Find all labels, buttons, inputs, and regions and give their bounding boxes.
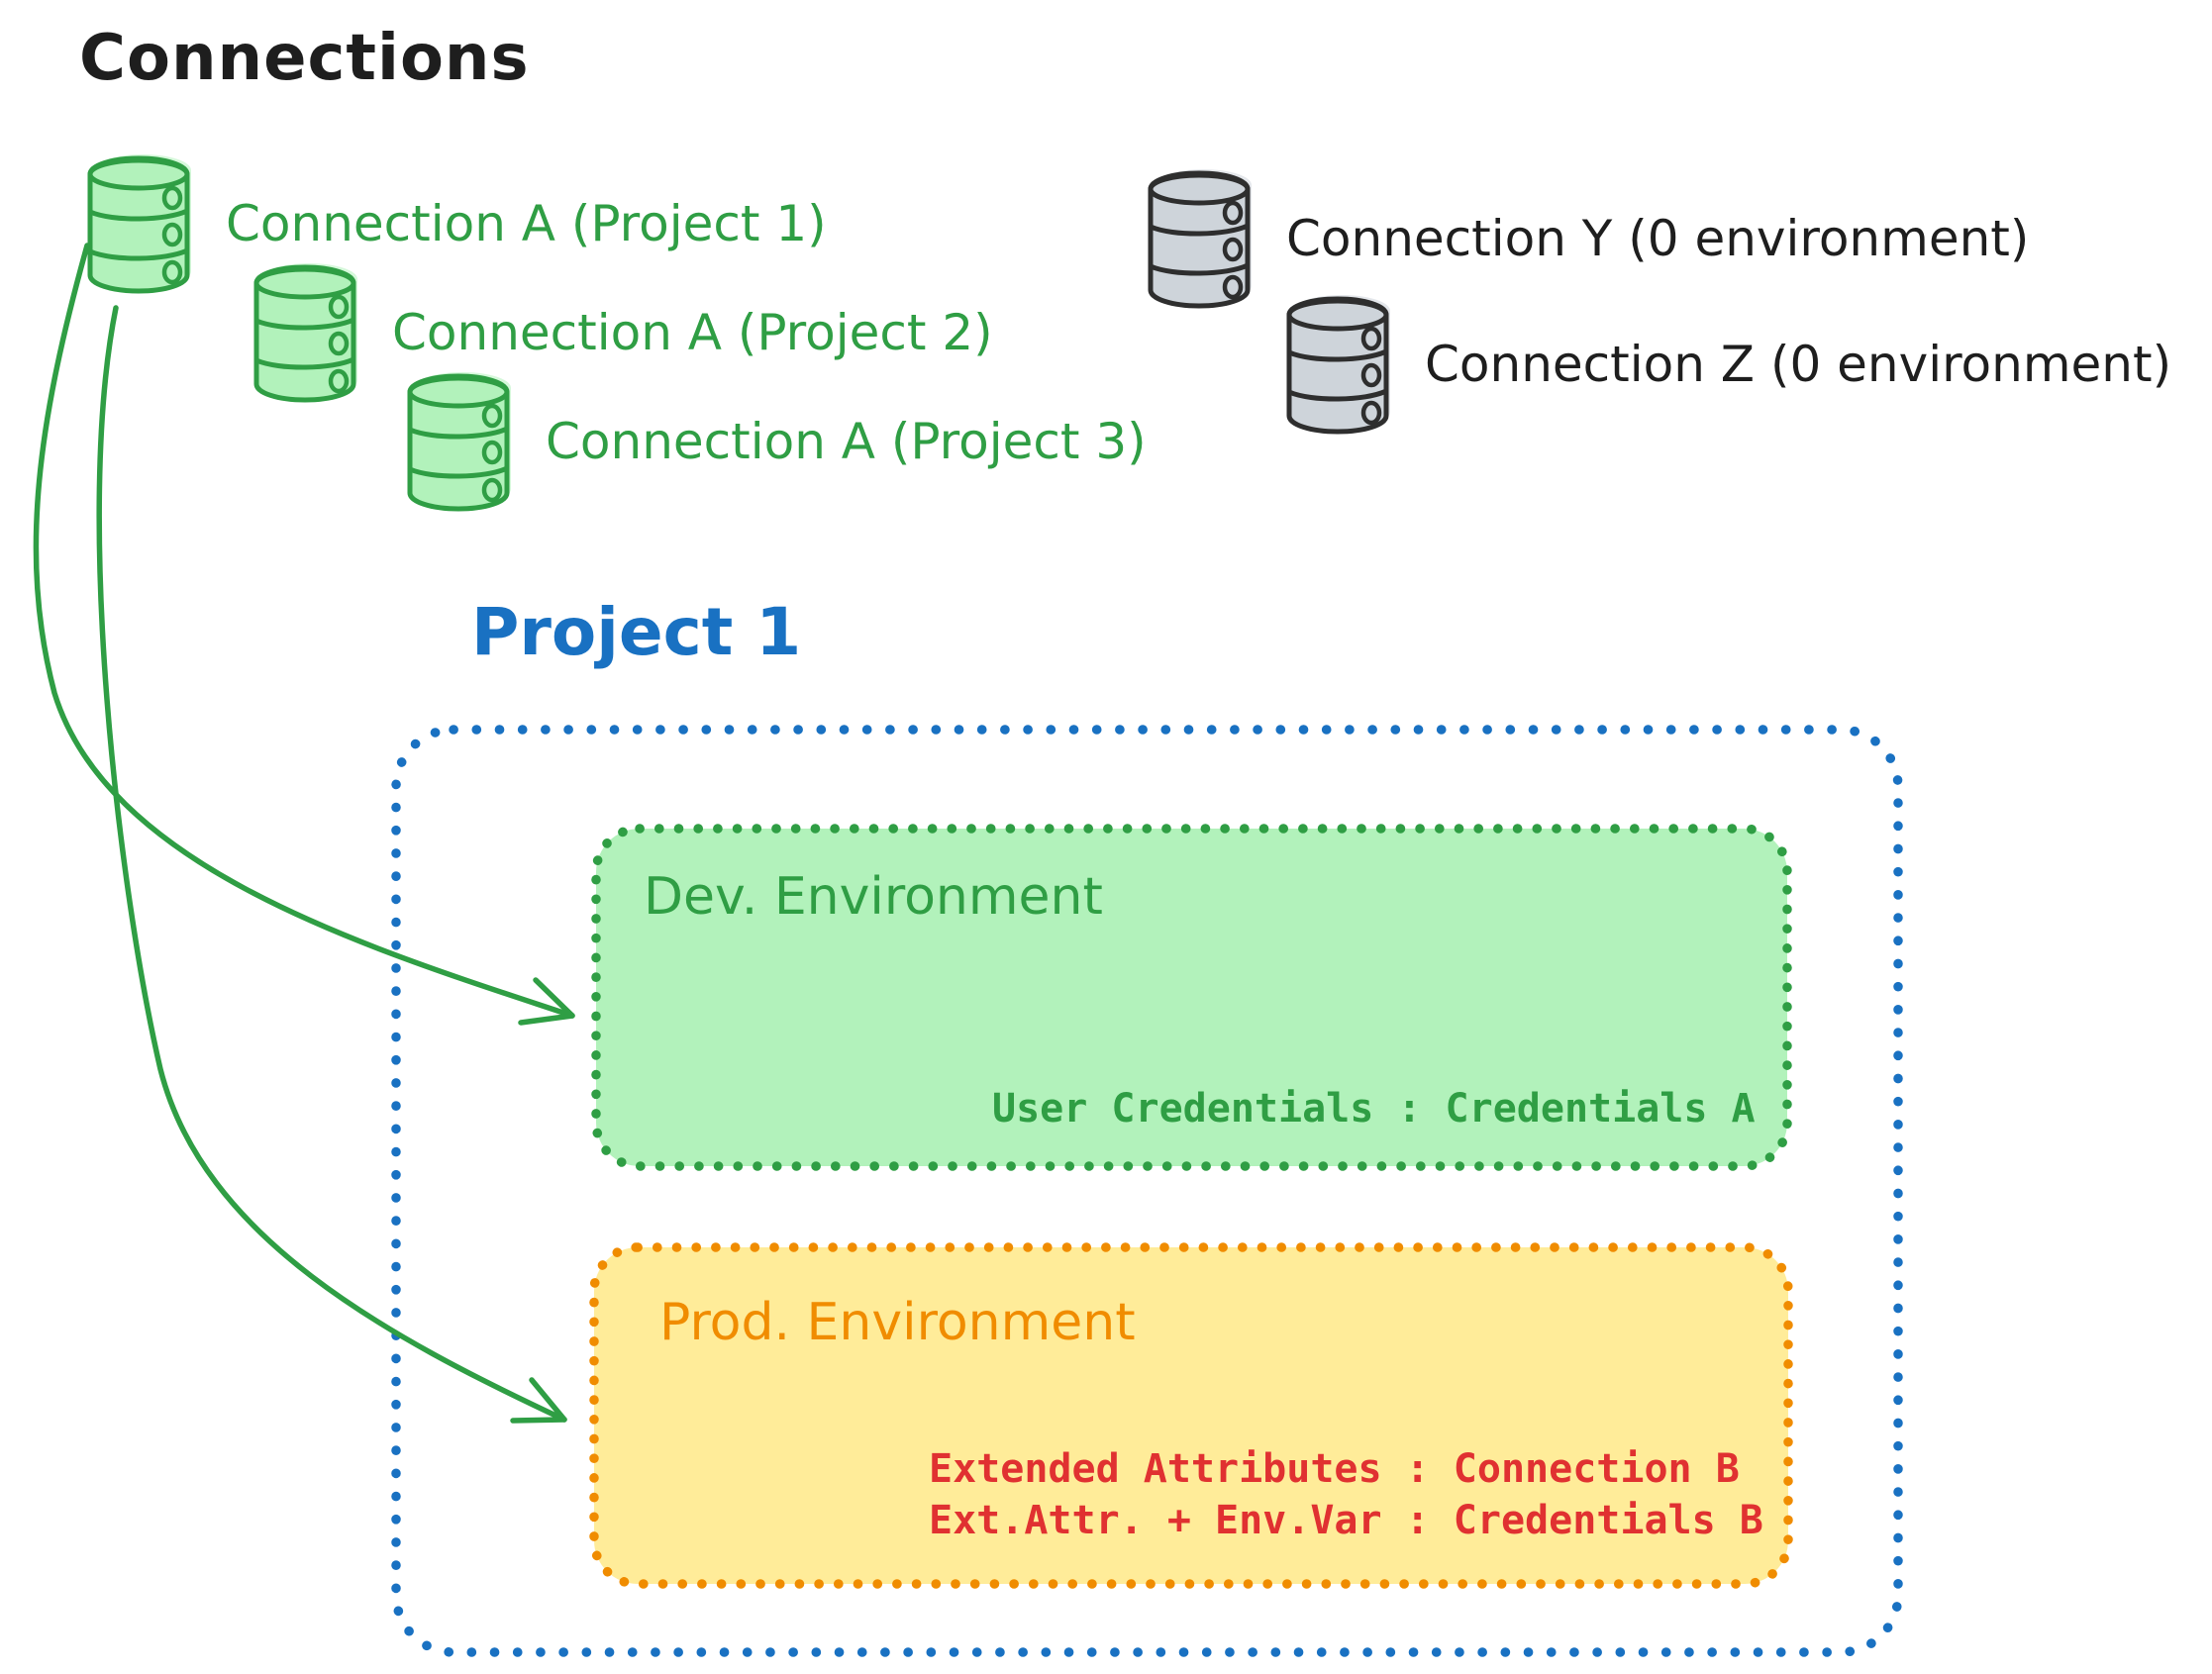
database-icon xyxy=(250,262,360,403)
database-icon xyxy=(83,153,194,294)
project1-title: Project 1 xyxy=(471,594,802,670)
connection-z: Connection Z (0 environment) xyxy=(1282,294,2171,435)
prod-mapping-line1: Extended Attributes : Connection B xyxy=(929,1446,1740,1492)
dev-credentials-mapping: User Credentials : Credentials A xyxy=(992,1086,1756,1132)
prod-mapping-line2: Ext.Attr. + Env.Var : Credentials B xyxy=(929,1498,1763,1543)
prod-environment-label: Prod. Environment xyxy=(659,1293,1136,1352)
connection-a-project2: Connection A (Project 2) xyxy=(250,262,993,403)
connection-label: Connection Z (0 environment) xyxy=(1425,336,2172,393)
diagram-title: Connections xyxy=(79,22,530,95)
database-icon xyxy=(1144,168,1255,309)
connection-a-project3: Connection A (Project 3) xyxy=(403,371,1147,512)
arrowhead-dev-icon xyxy=(518,977,575,1026)
connection-label: Connection A (Project 2) xyxy=(392,304,993,361)
connection-a-project1: Connection A (Project 1) xyxy=(83,153,827,294)
prod-credentials-mapping: Extended Attributes : Connection B Ext.A… xyxy=(929,1443,1763,1546)
dev-environment-label: Dev. Environment xyxy=(644,867,1103,927)
database-icon xyxy=(1282,294,1393,435)
connection-label: Connection A (Project 1) xyxy=(226,195,827,252)
arrowhead-prod-icon xyxy=(510,1377,567,1424)
connection-label: Connection A (Project 3) xyxy=(546,413,1147,470)
connection-y: Connection Y (0 environment) xyxy=(1144,168,2029,309)
database-icon xyxy=(403,371,514,512)
connection-label: Connection Y (0 environment) xyxy=(1286,210,2030,267)
